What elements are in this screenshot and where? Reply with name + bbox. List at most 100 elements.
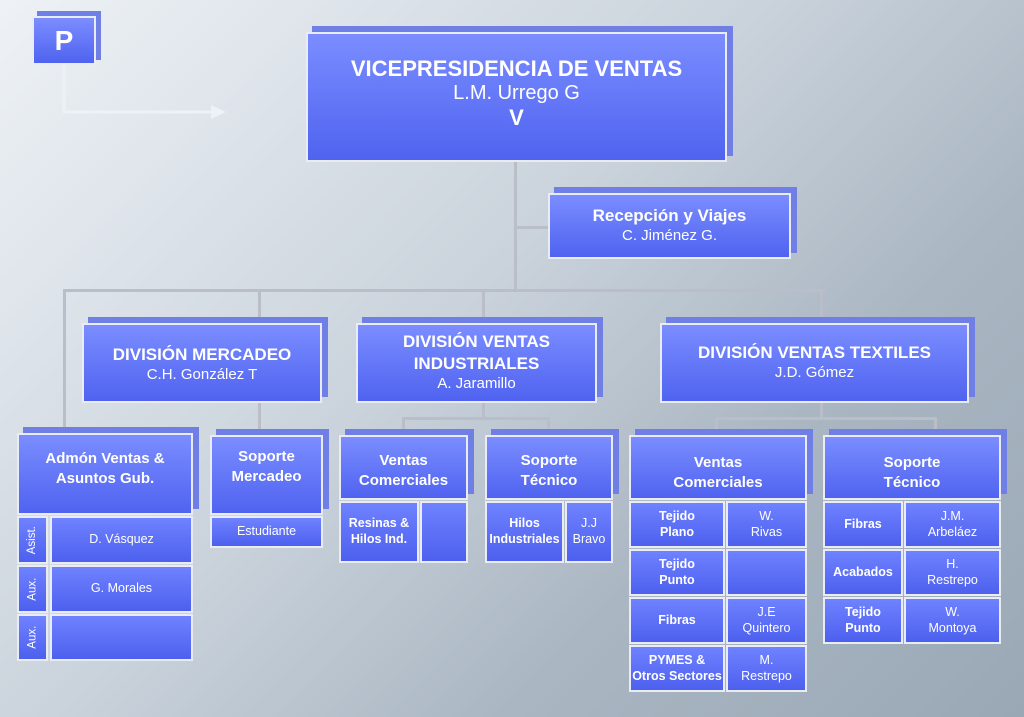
st-industriales-member-cell: J.J Bravo [565, 501, 613, 563]
st-industriales-category-line1: Hilos [509, 516, 540, 531]
admon-role-cell: Aux. [17, 565, 48, 613]
admon-role: Aux. [26, 577, 39, 601]
admon-member: D. Vásquez [89, 532, 154, 547]
soporte-mercadeo-member: Estudiante [236, 524, 297, 539]
st-textiles-box: Soporte Técnico [823, 435, 1001, 500]
vc-textiles-member-line2: Restrepo [741, 668, 792, 683]
vc-industriales-category-cell: Resinas & Hilos Ind. [339, 501, 419, 563]
division-mercadeo-title: DIVISIÓN MERCADEO [112, 345, 292, 364]
admon-role: Aux. [26, 625, 39, 650]
connector-horizontal [63, 289, 825, 292]
recepcion-title: Recepción y Viajes [592, 206, 747, 225]
vc-textiles-line1: Ventas [693, 454, 743, 471]
connector-soporte-mercadeo [258, 402, 261, 435]
vc-textiles-member-line2: Rivas [750, 524, 783, 539]
st-textiles-line2: Técnico [883, 473, 941, 491]
admon-box: Admón Ventas & Asuntos Gub. [17, 433, 193, 515]
st-textiles-category-cell: Tejido Punto [823, 597, 903, 644]
admon-title-line2: Asuntos Gub. [55, 469, 155, 487]
connector-tex-left [715, 417, 718, 435]
division-textiles-name: J.D. Gómez [774, 364, 855, 382]
vicepresidencia-box: VICEPRESIDENCIA DE VENTAS L.M. Urrego G … [306, 32, 727, 162]
vc-textiles-category-cell: Tejido Punto [629, 549, 725, 596]
vc-textiles-category-line1: PYMES & [648, 652, 706, 667]
vc-textiles-member-line2: Quintero [742, 620, 791, 635]
division-industriales-line1: DIVISIÓN VENTAS [402, 332, 551, 351]
connector-textiles [820, 289, 823, 323]
st-industriales-line2: Técnico [520, 471, 578, 489]
division-textiles-title: DIVISIÓN VENTAS TEXTILES [698, 343, 931, 362]
division-industriales-line2: INDUSTRIALES [413, 354, 540, 374]
admon-member-cell: D. Vásquez [50, 516, 193, 564]
vc-textiles-box: Ventas Comerciales [629, 435, 807, 500]
admon-member: G. Morales [90, 581, 153, 596]
connector-admon [63, 289, 66, 433]
division-industriales-box: DIVISIÓN VENTAS INDUSTRIALES A. Jaramill… [356, 323, 597, 403]
admon-role: Asist. [26, 525, 39, 555]
vc-textiles-member-cell [726, 549, 807, 596]
division-mercadeo-name: C.H. González T [146, 366, 258, 384]
st-textiles-category-cell: Fibras [823, 501, 903, 548]
vc-textiles-line2: Comerciales [673, 473, 763, 491]
connector-tex-horizontal [715, 417, 937, 420]
recepcion-name: C. Jiménez G. [621, 227, 718, 245]
vicepresidencia-mark: V [509, 105, 524, 130]
connector-reception [514, 226, 550, 229]
logo-letter: P [54, 24, 74, 56]
admon-member-cell: G. Morales [50, 565, 193, 613]
recepcion-box: Recepción y Viajes C. Jiménez G. [548, 193, 791, 259]
st-industriales-category-line2: Industriales [489, 532, 560, 546]
st-textiles-line1: Soporte [883, 454, 941, 471]
vc-industriales-category-line1: Resinas & [348, 516, 410, 531]
vc-textiles-category-cell: PYMES & Otros Sectores [629, 645, 725, 692]
division-industriales-name: A. Jaramillo [437, 375, 516, 393]
st-textiles-member-line1: W. [945, 604, 960, 619]
st-industriales-category-cell: Hilos Industriales [485, 501, 564, 563]
vc-textiles-category-line1: Fibras [658, 612, 696, 627]
st-industriales-line1: Soporte [520, 452, 578, 469]
connector-mercadeo [258, 289, 261, 323]
connector-ind-down [482, 402, 485, 418]
vc-textiles-member-line1: M. [759, 652, 774, 667]
vc-industriales-line1: Ventas [379, 452, 428, 469]
connector-tex-down [820, 402, 823, 418]
st-textiles-member-line2: Restrepo [927, 572, 978, 587]
vicepresidencia-name: L.M. Urrego G [453, 82, 580, 104]
st-textiles-category-line1: Tejido [845, 604, 881, 619]
vc-textiles-member-cell: M. Restrepo [726, 645, 807, 692]
vc-industriales-line2: Comerciales [358, 471, 449, 489]
connector-tex-right [934, 417, 937, 435]
vc-industriales-box: Ventas Comerciales [339, 435, 468, 500]
connector-ind-right [547, 417, 550, 435]
soporte-mercadeo-line1: Soporte [238, 448, 295, 465]
st-textiles-category-line1: Fibras [844, 516, 882, 531]
st-textiles-member-line2: Montoya [928, 620, 977, 635]
st-textiles-member-cell: J.M. Arbeláez [904, 501, 1001, 548]
vc-textiles-member-line1: J.E [757, 604, 776, 619]
vc-textiles-category-line1: Tejido [659, 556, 695, 571]
st-textiles-category-line1: Acabados [833, 564, 893, 579]
vc-textiles-member-cell: W. Rivas [726, 501, 807, 548]
division-textiles-box: DIVISIÓN VENTAS TEXTILES J.D. Gómez [660, 323, 969, 403]
vc-industriales-category-line2: Hilos Ind. [350, 532, 408, 546]
vc-textiles-category-line2: Otros Sectores [632, 668, 722, 683]
st-industriales-box: Soporte Técnico [485, 435, 613, 500]
vc-textiles-category-line2: Punto [659, 572, 695, 587]
soporte-mercadeo-line2: Mercadeo [231, 467, 302, 485]
division-mercadeo-box: DIVISIÓN MERCADEO C.H. González T [82, 323, 322, 403]
vc-industriales-member-cell [420, 501, 468, 563]
admon-member-cell [50, 614, 193, 661]
st-industriales-member-line2: Bravo [572, 532, 606, 546]
admon-title-line1: Admón Ventas & [45, 450, 165, 467]
st-textiles-member-line1: J.M. [940, 508, 965, 523]
vc-textiles-category-cell: Fibras [629, 597, 725, 644]
soporte-mercadeo-box: Soporte Mercadeo [210, 435, 323, 515]
vc-textiles-member-cell: J.E Quintero [726, 597, 807, 644]
vc-textiles-category-line2: Plano [659, 524, 695, 539]
st-textiles-category-cell: Acabados [823, 549, 903, 596]
st-textiles-category-line2: Punto [845, 620, 881, 635]
st-industriales-member-line1: J.J [581, 516, 597, 531]
vc-textiles-category-line1: Tejido [659, 508, 695, 523]
soporte-mercadeo-member-cell: Estudiante [210, 516, 323, 548]
st-textiles-member-line1: H. [946, 556, 959, 571]
